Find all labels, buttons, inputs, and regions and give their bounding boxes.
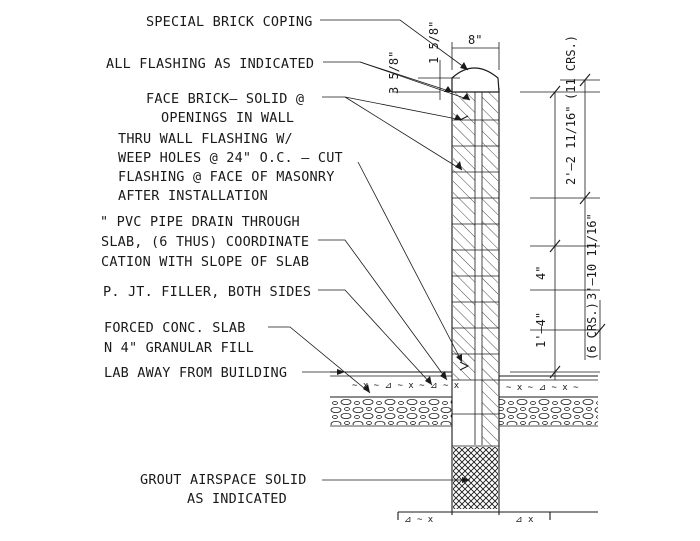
callout-filler: P. JT. FILLER, BOTH SIDES (103, 284, 311, 300)
callout-pvc-line3: CATION WITH SLOPE OF SLAB (101, 254, 309, 270)
callout-flashing: ALL FLASHING AS INDICATED (106, 56, 314, 72)
slab-section-right: ~ x ~ ⊿ ~ x ~ (499, 375, 598, 427)
dimension-3-5-8: 3 5/8" (387, 51, 401, 94)
dimension-4: 4" (534, 266, 548, 280)
dimension-11-crs: (11 CRS.) (564, 35, 578, 100)
callout-pvc-line2: SLAB, (6 THUS) COORDINATE (101, 234, 309, 250)
svg-text:~ x ~ ⊿ ~ x ~: ~ x ~ ⊿ ~ x ~ (506, 383, 579, 393)
callout-thru-wall-line4: AFTER INSTALLATION (118, 188, 268, 204)
callout-coping: SPECIAL BRICK COPING (146, 14, 313, 30)
dimension-lines (392, 42, 606, 380)
callout-face-brick-line2: OPENINGS IN WALL (161, 110, 294, 126)
dimension-2-2-11-16: 2'–2 11/16" (564, 106, 578, 185)
brick-coping (451, 67, 500, 93)
face-brick-hatch (453, 92, 475, 380)
masonry-wall (451, 88, 500, 515)
callout-slab-line2: N 4" GRANULAR FILL (104, 340, 254, 356)
svg-text:⊿ ~ x: ⊿ ~ x (404, 515, 434, 525)
callout-grout-line2: AS INDICATED (187, 491, 287, 507)
callout-thru-wall-line3: FLASHING @ FACE OF MASONRY (118, 169, 335, 185)
callout-face-brick-line1: FACE BRICK– SOLID @ (146, 91, 304, 107)
block-hatch (482, 92, 498, 447)
callout-pvc-line1: " PVC PIPE DRAIN THROUGH (100, 214, 300, 230)
dimension-6-crs: (6 CRS.) (585, 302, 599, 360)
dimension-width-8: 8" (468, 33, 482, 47)
svg-text:~ x ~ ⊿ ~ x ~ ⊿ ~ x: ~ x ~ ⊿ ~ x ~ ⊿ ~ x (352, 381, 460, 391)
dimension-1-5-8: 1 5/8" (427, 21, 441, 64)
callout-grout-line1: GROUT AIRSPACE SOLID (140, 472, 307, 488)
brick-courses (452, 119, 499, 447)
callout-slab-line1: FORCED CONC. SLAB (104, 320, 246, 336)
dimension-3-10-11-16: 3'–10 11/16" (585, 213, 599, 300)
leader-lines (268, 19, 471, 483)
callout-thru-wall-line1: THRU WALL FLASHING W/ (118, 131, 293, 147)
grout-fill (453, 447, 498, 509)
callout-slab-line3: LAB AWAY FROM BUILDING (104, 365, 287, 381)
slab-section-left: ~ x ~ ⊿ ~ x ~ ⊿ ~ x (330, 371, 460, 427)
dimension-1-4: 1'–4" (534, 312, 548, 348)
callout-thru-wall-line2: WEEP HOLES @ 24" O.C. – CUT (118, 150, 343, 166)
svg-text:⊿ x: ⊿ x (515, 515, 534, 525)
flashing-symbol (459, 361, 470, 371)
